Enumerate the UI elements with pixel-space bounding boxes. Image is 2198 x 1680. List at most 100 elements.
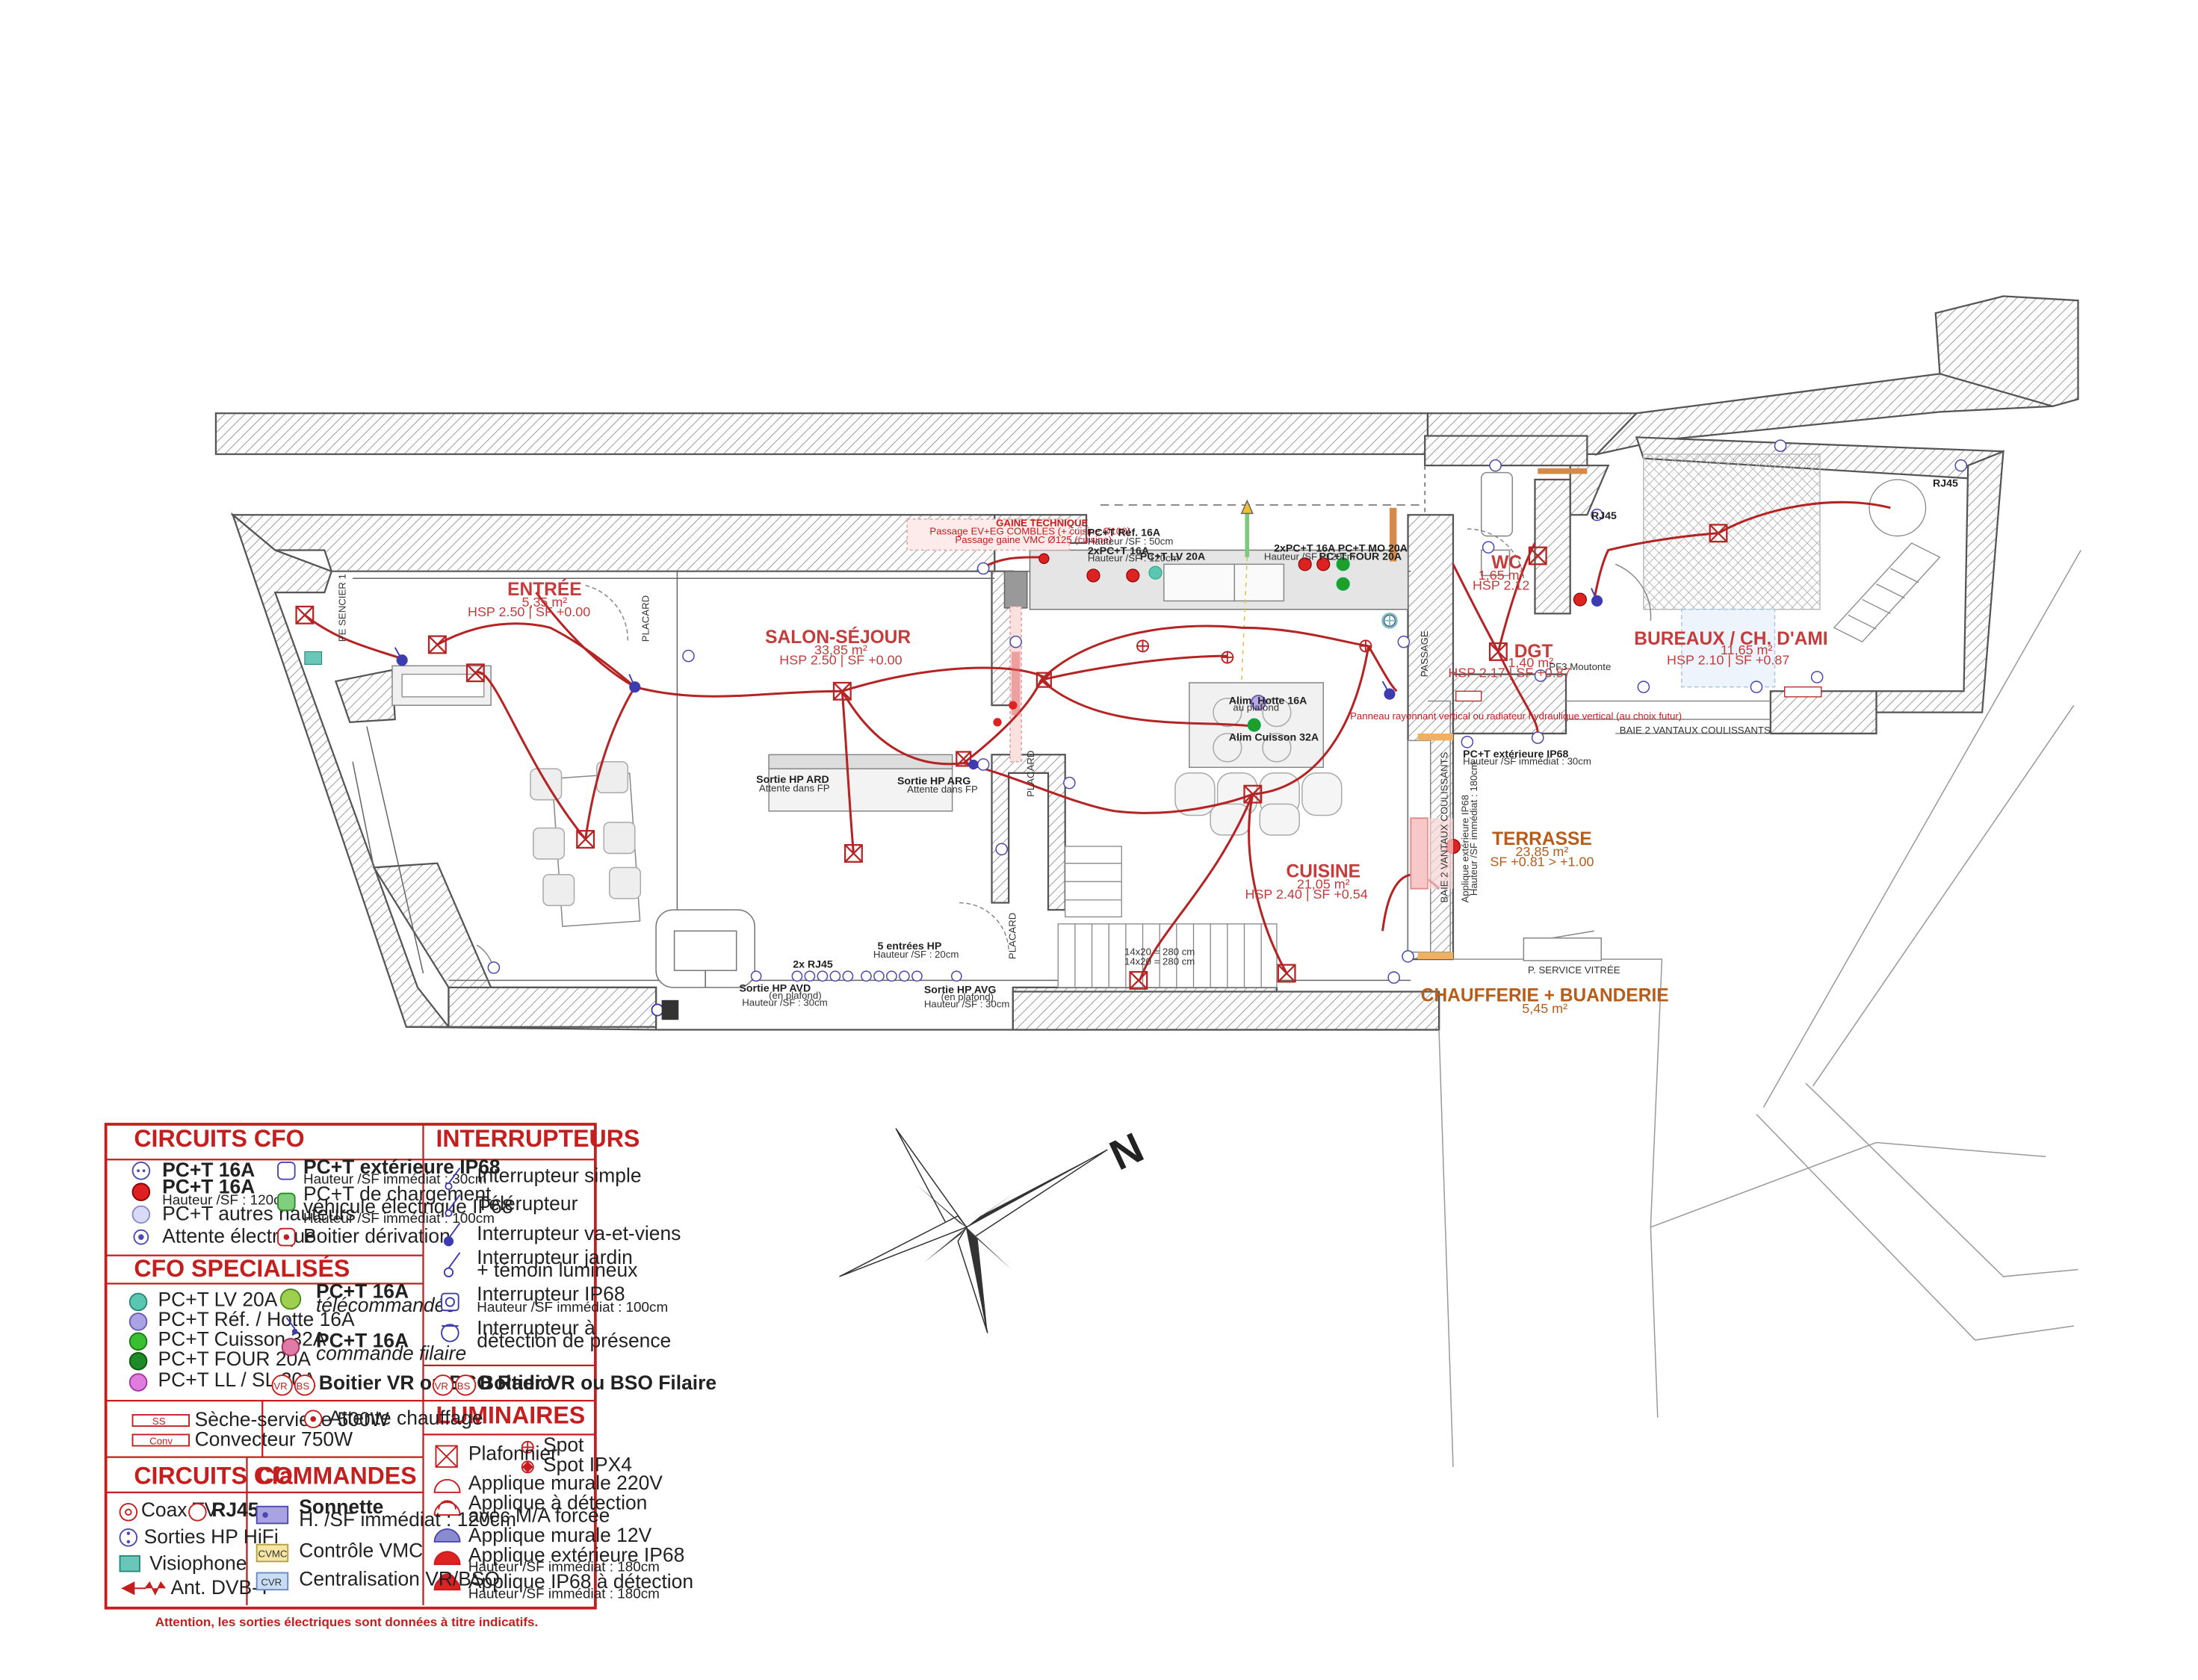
label-pct-2x: 2xPC+T 16A [1088,545,1149,557]
label-rj45-2x: 2x RJ45 [793,958,833,970]
legend-visiophone: Visiophone [149,1552,247,1575]
label-baie-coulissante: BAIE 2 VANTAUX COULISSANTS [1620,725,1771,736]
legend-ant: Ant. DVB-T [170,1576,270,1599]
label-gaine-line2: Passage gaine VMC Ø125 (cuisine) [955,534,1112,545]
room-terrasse-name: TERRASSE [1492,829,1592,849]
label-sortie-hp-arg: Sortie HP ARG [897,775,970,787]
label-au-plafond-2: (en plafond) [941,991,994,1002]
room-salon-area: 33,85 m² [814,642,867,657]
legend-switch-0: Interrupteur simple [477,1164,641,1186]
label-placard-3: PLACARD [1007,913,1018,959]
vr-tag-2: VR [435,1380,448,1392]
socket-green-icon [1247,557,1350,732]
label-stair-note-1: 14x20 = 280 cm [1124,946,1195,957]
label-hauteur-sf-120b: Hauteur /SF : 120cm [1264,551,1355,562]
legend-ss-tag: SS [152,1416,166,1427]
legend-cfo-item2-1-b: véhicule électrique IP68 [303,1195,513,1218]
legend-switch-3-b: + témoin lumineux [477,1259,637,1281]
legend-cfo-item-1-sub: Hauteur /SF : 120cm [162,1193,292,1209]
legend-lum-0: Applique murale 220V [468,1472,663,1494]
room-salon-name: SALON-SÉJOUR [765,627,911,648]
legend-conv-label: Convecteur 750W [195,1428,353,1451]
label-service-vitree: P. SERVICE VITRÉE [1528,964,1620,976]
room-cuisine-name: CUISINE [1286,862,1360,882]
room-entree-name: ENTRÉE [507,579,582,600]
label-hauteur-20: Hauteur /SF : 20cm [873,949,959,960]
legend-spec-item-0: PC+T LV 20A [158,1289,277,1311]
label-pct-ref: PC+T Réf. 16A [1088,527,1160,539]
legend-sorties-hp: Sorties HP HiFi [144,1525,279,1548]
legend-commandes-title: COMMANDES [257,1463,417,1490]
label-pct-four: PC+T FOUR 20A [1319,551,1402,563]
compass-north-label: N [1103,1124,1151,1180]
room-cuisine-height: HSP 2.40 | SF +0.54 [1245,887,1367,902]
label-attente-fp-2: Attente dans FP [907,784,978,795]
label-pct-ext: PC+T extérieure IP68 [1463,748,1568,760]
switch-icon [394,588,1603,770]
label-au-plafond-3: au plafond [1233,702,1279,713]
legend-cvmc-label: Contrôle VMC [299,1540,423,1562]
label-hauteur-sf-50: Hauteur /SF : 50cm [1088,536,1173,547]
legend-spot: Spot [543,1433,584,1456]
room-chaufferie-area: 5,45 m² [1522,1001,1567,1016]
room-bureaux-height: HSP 2.10 | SF +0.87 [1667,652,1789,667]
bs-tag-2: BS [457,1380,471,1392]
legend-lum-2: Applique murale 12V [468,1524,652,1546]
room-labels: ENTRÉE 5,35 m² HSP 2.50 | SF +0.00 SALON… [468,553,1828,1016]
legend-spec-item-1: PC+T Réf. / Hotte 16A [158,1308,354,1330]
label-applique-ext: Applique extérieure IP68 [1460,795,1471,903]
label-rj45-wc: RJ45 [1591,510,1617,522]
label-hauteur-sf-120: Hauteur /SF : 120cm [1088,553,1179,564]
room-cuisine-area: 21,05 m² [1297,877,1350,892]
room-terrasse-height: SF +0.81 > +1.00 [1490,854,1594,869]
legend-lum-4-sub: Hauteur /SF immédiat : 180cm [468,1586,660,1602]
interior-lines [331,453,2081,1467]
legend-sonnette: Sonnette [299,1495,383,1518]
plan-annotations: PE SENCIER 1 PLACARD PLACARD PLACARD PAS… [337,477,1958,1009]
label-alim-cuisson: Alim Cuisson 32A [1229,731,1319,743]
legend-lum-1-b: avec M/A forcée [468,1504,610,1527]
legend-cfo-item-2: PC+T autres hauteurs [162,1202,356,1224]
legend-sonnette-sub: H. /SF immédiat : 120cm [299,1508,516,1531]
legend: CIRCUITS CFO INTERRUPTEURS CFO SPECIALIS… [104,1123,716,1629]
legend-lum-1: Applique à détection [468,1492,647,1514]
room-wc-height: HSP 2.12 [1473,577,1529,592]
label-entrees-hp: 5 entrées HP [878,940,942,952]
socket-teal-icon [1148,565,1163,580]
legend-cvr-label: Centralisation VR/BSO [299,1567,500,1590]
legend-spot-ipx4: Spot IPX4 [543,1454,632,1476]
spot-icon [1136,639,1372,664]
label-alim-hotte: Alim. Hotte 16A [1229,695,1307,707]
legend-ss-label: Sèche-serviette 500W [195,1408,389,1431]
room-dgt-height: HSP 2.17 | SF +0.87 [1448,665,1570,680]
room-salon-height: HSP 2.50 | SF +0.00 [779,652,902,667]
room-entree-area: 5,35 m² [522,595,568,610]
socket-blue-icon [487,439,1968,984]
legend-cfo-item2-1: PC+T de chargement [303,1182,492,1205]
walls [214,295,2079,1031]
legend-lum-4: Applique IP68 à détection [468,1570,693,1593]
room-wc-name: WC [1491,553,1522,573]
legend-switch-2: Interrupteur va-et-viens [477,1222,681,1244]
room-bureaux-area: 11,65 m² [1721,642,1772,657]
label-hauteur-ext: Hauteur /SF immédiat : 180cm [1468,762,1479,896]
compass-rose: N [839,1124,1151,1333]
vr-radio-icon: VR BS [271,1374,316,1396]
label-pct-lv: PC+T LV 20A [1140,551,1205,563]
legend-spec-item2-0: PC+T 16A [316,1280,409,1302]
label-pct-2x-mo: 2xPC+T 16A PC+T MO 20A [1274,542,1408,554]
label-attente-fp: Attente dans FP [759,782,830,793]
legend-switch-5-b: détection de présence [477,1329,671,1351]
legend-attente-chauffage: Attente chauffage [329,1407,483,1429]
legend-luminaires-title: LUMINAIRES [436,1401,585,1428]
room-entree-height: HSP 2.50 | SF +0.00 [468,604,590,619]
legend-cfo-item-0: PC+T 16A [162,1159,255,1181]
label-passage: PASSAGE [1419,630,1430,677]
legend-cvr-tag: CVR [261,1576,282,1587]
legend-cfo-item-1: PC+T 16A [162,1176,255,1198]
legend-cvmc-tag: CVMC [259,1549,288,1560]
label-au-plafond: (en plafond) [769,990,821,1001]
legend-circuits-cfa-title: CIRCUITS Cfa [134,1463,293,1490]
legend-lum-3-sub: Hauteur /SF immédiat : 180cm [468,1560,660,1575]
